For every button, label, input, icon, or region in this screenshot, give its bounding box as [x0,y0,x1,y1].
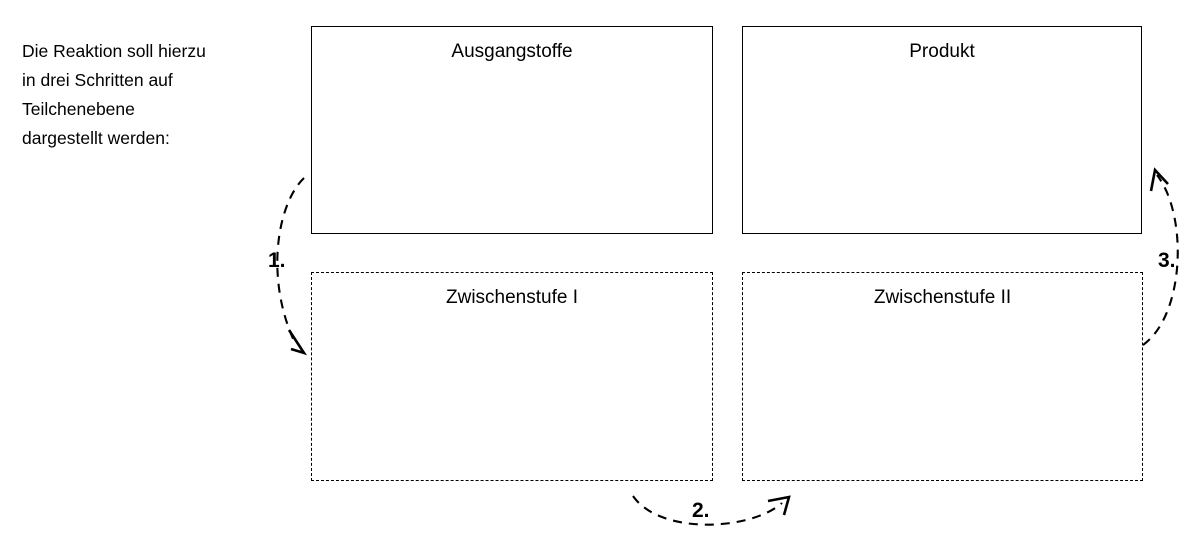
step-label-3: 3. [1158,249,1176,272]
box-produkt[interactable]: Produkt [742,26,1142,234]
box-ausgangstoffe-label: Ausgangstoffe [451,41,573,62]
box-zwischenstufe-2-label: Zwischenstufe II [873,287,1012,308]
arrow-step-2 [632,495,791,526]
box-ausgangstoffe[interactable]: Ausgangstoffe [311,26,713,234]
box-zwischenstufe-2[interactable]: Zwischenstufe II [742,272,1143,481]
box-zwischenstufe-1[interactable]: Zwischenstufe I [311,272,713,481]
step-label-2: 2. [692,499,710,522]
instruction-text: Die Reaktion soll hierzu in drei Schritt… [22,41,206,148]
box-zwischenstufe-1-label: Zwischenstufe I [446,287,578,308]
box-produkt-label: Produkt [909,41,975,62]
step-label-1: 1. [268,249,286,272]
